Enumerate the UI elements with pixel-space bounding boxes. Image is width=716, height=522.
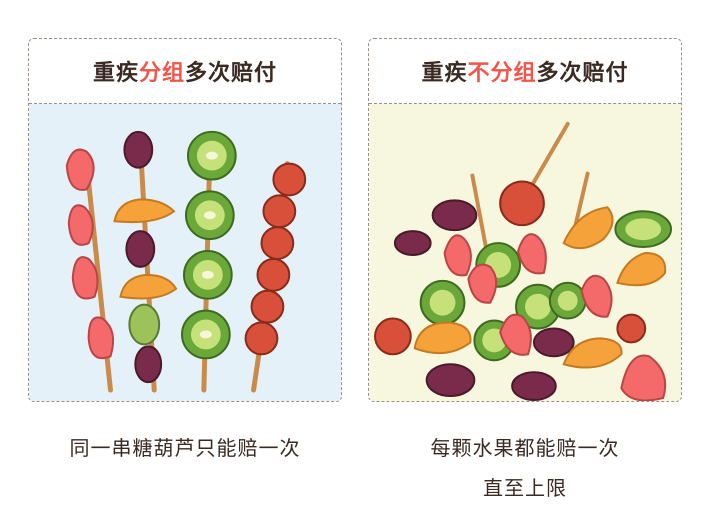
title-suffix: 多次赔付: [185, 61, 278, 86]
grouped-panel: 重疾分组多次赔付: [28, 38, 342, 402]
title-highlight: 分组: [138, 61, 185, 86]
grouped-illustration-area: [29, 104, 341, 401]
ungrouped-panel-title: 重疾不分组多次赔付: [369, 39, 681, 104]
kiwi-skewer: [181, 130, 237, 393]
ungrouped-illustration-area: [369, 104, 681, 401]
title-highlight: 不分组: [467, 61, 537, 86]
ungrouped-panel: 重疾不分组多次赔付: [368, 38, 682, 402]
grouped-caption: 同一串糖葫芦只能赔一次: [69, 436, 301, 460]
ungrouped-caption-line-2: 直至上限: [483, 476, 567, 500]
hawthorn-skewer: [244, 161, 307, 393]
candied-fruit-skewers-illustration: [65, 130, 307, 393]
strawberry-skewer: [65, 148, 115, 393]
title-prefix: 重疾: [421, 61, 468, 86]
ungrouped-caption-line-1: 每颗水果都能赔一次: [430, 436, 620, 460]
grouped-panel-title: 重疾分组多次赔付: [29, 39, 341, 104]
title-prefix: 重疾: [92, 61, 139, 86]
title-suffix: 多次赔付: [536, 61, 629, 86]
fruit-pile: [374, 121, 673, 401]
scattered-fruit-pile-illustration: [374, 121, 673, 401]
mixed-fruit-skewer: [113, 130, 178, 393]
